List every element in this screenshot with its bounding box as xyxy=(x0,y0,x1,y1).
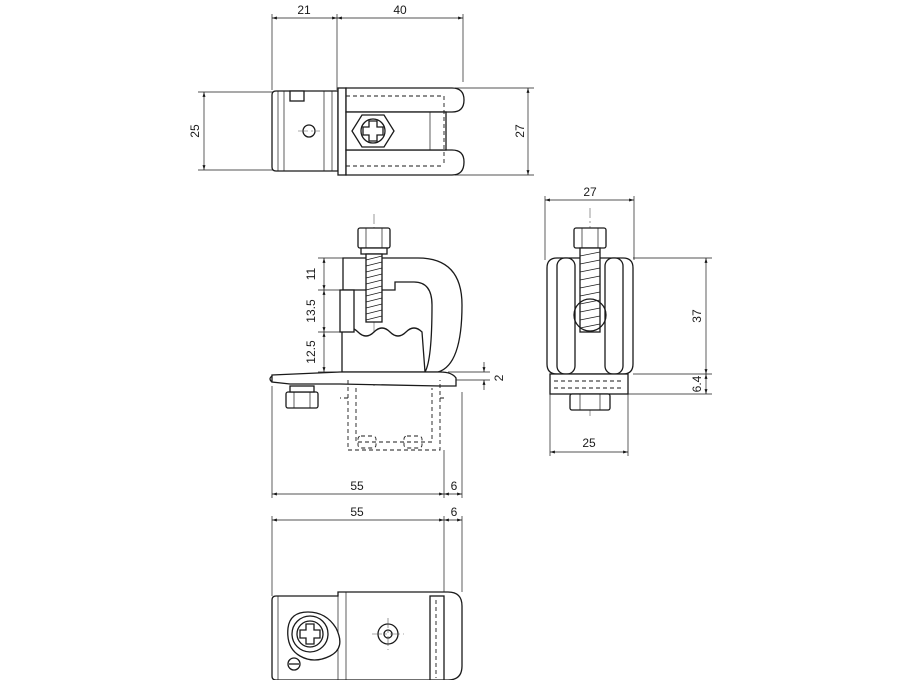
bottom-view: 55 6 xyxy=(271,505,463,680)
dim-label-27-side: 27 xyxy=(583,185,597,199)
dim-label-6-4: 6.4 xyxy=(690,375,704,392)
bolt-head-side xyxy=(573,227,607,249)
strut-channel-profile xyxy=(340,380,446,451)
dim-label-25-side: 25 xyxy=(582,436,596,450)
phillips-cross-icon-bottom xyxy=(299,623,321,645)
rod-bore xyxy=(573,298,607,332)
slot-notch xyxy=(289,90,305,102)
hex-nut-front xyxy=(285,391,319,409)
dim-label-11: 11 xyxy=(304,267,318,280)
dim-label-21: 21 xyxy=(297,3,311,17)
dim-label-6-front: 6 xyxy=(451,479,458,493)
dim-label-25-top: 25 xyxy=(188,124,202,138)
side-base-plate xyxy=(549,373,629,395)
dim-label-12-5: 12.5 xyxy=(304,340,318,364)
hex-nut-side xyxy=(569,393,611,411)
dim-label-40: 40 xyxy=(393,3,407,17)
front-view: 11 13.5 12.5 2 55 6 xyxy=(269,214,506,498)
dim-label-55-front: 55 xyxy=(350,479,364,493)
channel-lip xyxy=(429,595,445,680)
hex-bolt-head xyxy=(351,114,395,148)
side-view: 27 37 6.4 xyxy=(544,185,712,456)
strap-edge xyxy=(337,87,347,176)
dim-label-13-5: 13.5 xyxy=(304,299,318,323)
strap-upper-loop xyxy=(345,87,465,113)
phillips-cross-icon xyxy=(362,120,384,142)
bolt-washer xyxy=(360,118,386,144)
dim-label-55-bottom: 55 xyxy=(350,505,364,519)
c-clamp-jaw xyxy=(341,327,426,373)
dim-label-27-top: 27 xyxy=(513,124,527,138)
bolt-head-front xyxy=(357,227,391,249)
dim-label-6-bottom: 6 xyxy=(451,505,458,519)
top-view: 21 40 25 27 xyxy=(188,3,534,176)
slot-screw xyxy=(287,657,301,671)
dim-label-2: 2 xyxy=(492,374,506,381)
dim-label-37: 37 xyxy=(690,309,704,323)
strap-lower-loop xyxy=(345,149,465,176)
flange-plate xyxy=(271,371,457,387)
